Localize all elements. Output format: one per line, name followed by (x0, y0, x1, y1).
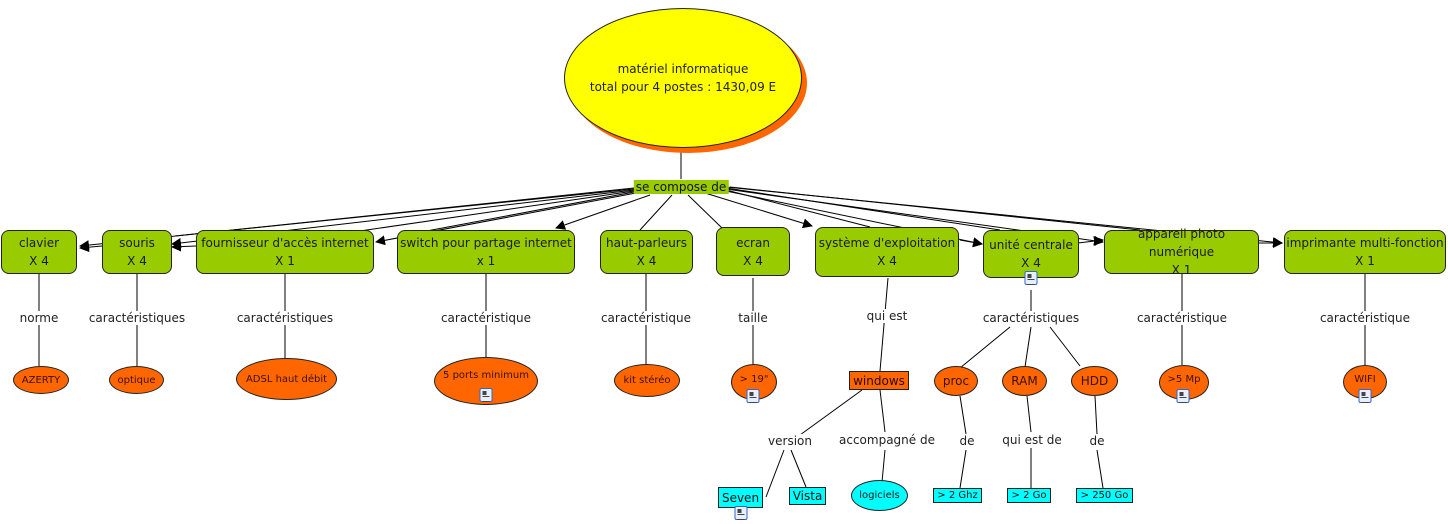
leaf-text: > 2 Ghz (937, 490, 978, 501)
concept-qty: x 1 (476, 254, 496, 268)
concept-name: appareil photo numérique (1137, 227, 1226, 259)
leaf-text: Seven (721, 490, 760, 505)
property-kit-stereo[interactable]: kit stéréo (614, 364, 680, 397)
link-hub-hp (639, 194, 673, 231)
link-hub-switch (555, 194, 651, 230)
concept-imprimante[interactable]: imprimante multi-fonction X 1 (1284, 230, 1446, 274)
concept-qty: X 4 (636, 254, 657, 268)
link-label-hp: caractéristique (598, 311, 694, 325)
concept-qty: X 1 (275, 254, 295, 268)
concept-qty: X 4 (877, 254, 897, 268)
concept-name: ecran (736, 235, 770, 250)
property-text: HDD (1080, 374, 1109, 388)
leaf-logiciels[interactable]: logiciels (851, 480, 908, 511)
concept-qty: X 4 (743, 253, 763, 268)
concept-haut-parleurs[interactable]: haut-parleurs X 4 (600, 230, 693, 274)
link-hub-ecran (687, 194, 723, 229)
concept-switch[interactable]: switch pour partage internet x 1 (397, 230, 575, 274)
resource-document-icon[interactable] (1024, 271, 1038, 285)
concept-name: système d'exploitation (818, 236, 956, 250)
concept-systeme-exploitation[interactable]: système d'exploitation X 4 (815, 227, 959, 277)
property-text: proc (942, 374, 970, 388)
concept-souris[interactable]: souris X 4 (102, 230, 172, 274)
leaf-vista[interactable]: Vista (789, 487, 826, 505)
link-label-imprimante: caractéristique (1317, 311, 1413, 325)
property-text: kit stéréo (623, 375, 671, 386)
concept-qty: X 4 (127, 254, 147, 268)
link-label-uc: caractéristiques (980, 311, 1082, 325)
concept-name: clavier (18, 236, 60, 250)
property-ram[interactable]: RAM (1002, 366, 1047, 396)
link-label-accompagne-de: accompagné de (837, 433, 937, 447)
link-label-qui-est-de: qui est de (1000, 433, 1064, 447)
link-hub-os (704, 192, 813, 229)
root-subtitle: total pour 4 postes : 1430,09 E (589, 80, 777, 94)
link-label-hdd-de: de (1087, 434, 1107, 448)
leaf-text: Vista (792, 489, 823, 503)
link-label-version: version (766, 434, 814, 448)
concept-name: switch pour partage internet (400, 236, 572, 250)
resource-document-icon[interactable] (734, 506, 748, 520)
resource-document-icon[interactable] (1176, 389, 1190, 403)
property-text: windows (853, 373, 905, 388)
resource-document-icon[interactable] (479, 388, 493, 402)
concept-unite-centrale[interactable]: unité centrale X 4 (983, 230, 1079, 278)
property-windows[interactable]: windows (849, 371, 909, 390)
concept-name: imprimante multi-fonction (1286, 236, 1444, 250)
property-hdd[interactable]: HDD (1071, 366, 1118, 396)
resource-document-icon[interactable] (1358, 389, 1372, 403)
link-label-fai: caractéristiques (234, 311, 336, 325)
hub-link-phrase: se compose de (633, 180, 729, 194)
leaf-text: logiciels (859, 490, 900, 501)
concept-name: souris (119, 236, 155, 250)
leaf-2go[interactable]: > 2 Go (1007, 488, 1051, 503)
concept-fournisseur-acces-internet[interactable]: fournisseur d'accès internet X 1 (196, 230, 374, 274)
property-text: ADSL haut débit (245, 373, 328, 385)
concept-qty: X 4 (29, 254, 49, 268)
resource-document-icon[interactable] (746, 389, 760, 403)
leaf-text: > 250 Go (1080, 490, 1129, 501)
concept-name: fournisseur d'accès internet (201, 236, 369, 250)
property-text: RAM (1011, 374, 1038, 388)
link-label-proc-de: de (957, 434, 977, 448)
link-label-norme: norme (17, 311, 61, 325)
link-label-photo: caractéristique (1134, 311, 1230, 325)
link-label-taille: taille (736, 311, 770, 325)
concept-appareil-photo[interactable]: appareil photo numérique X 1 (1104, 227, 1259, 277)
leaf-seven[interactable]: Seven (718, 487, 763, 508)
leaf-text: > 2 Go (1011, 490, 1047, 501)
property-azerty[interactable]: AZERTY (13, 366, 69, 394)
root-title: matériel informatique (617, 62, 749, 76)
concept-qty: X 1 (1171, 263, 1192, 277)
link-label-souris: caractéristiques (86, 311, 188, 325)
property-text: WIFI (1354, 374, 1376, 385)
property-proc[interactable]: proc (934, 366, 978, 396)
concept-qty: X 1 (1355, 254, 1375, 268)
root-concept[interactable]: matériel informatique total pour 4 poste… (564, 8, 802, 148)
link-label-switch: caractéristique (438, 311, 534, 325)
property-optique[interactable]: optique (109, 366, 164, 394)
property-text: AZERTY (21, 374, 61, 386)
property-text: optique (117, 374, 156, 386)
property-text: 5 ports minimum (443, 370, 529, 381)
concept-name: haut-parleurs (605, 236, 687, 250)
leaf-250go[interactable]: > 250 Go (1076, 488, 1133, 503)
concept-ecran[interactable]: ecran X 4 (716, 227, 790, 276)
concept-name: unité centrale (989, 238, 1073, 252)
concept-qty: X 4 (1021, 256, 1041, 270)
link-label-qui-est: qui est (864, 309, 910, 323)
property-adsl[interactable]: ADSL haut débit (236, 358, 337, 400)
concept-clavier[interactable]: clavier X 4 (1, 230, 77, 274)
property-text: > 19" (739, 374, 769, 385)
leaf-2ghz[interactable]: > 2 Ghz (933, 488, 982, 503)
property-text: >5 Mp (1167, 374, 1201, 385)
